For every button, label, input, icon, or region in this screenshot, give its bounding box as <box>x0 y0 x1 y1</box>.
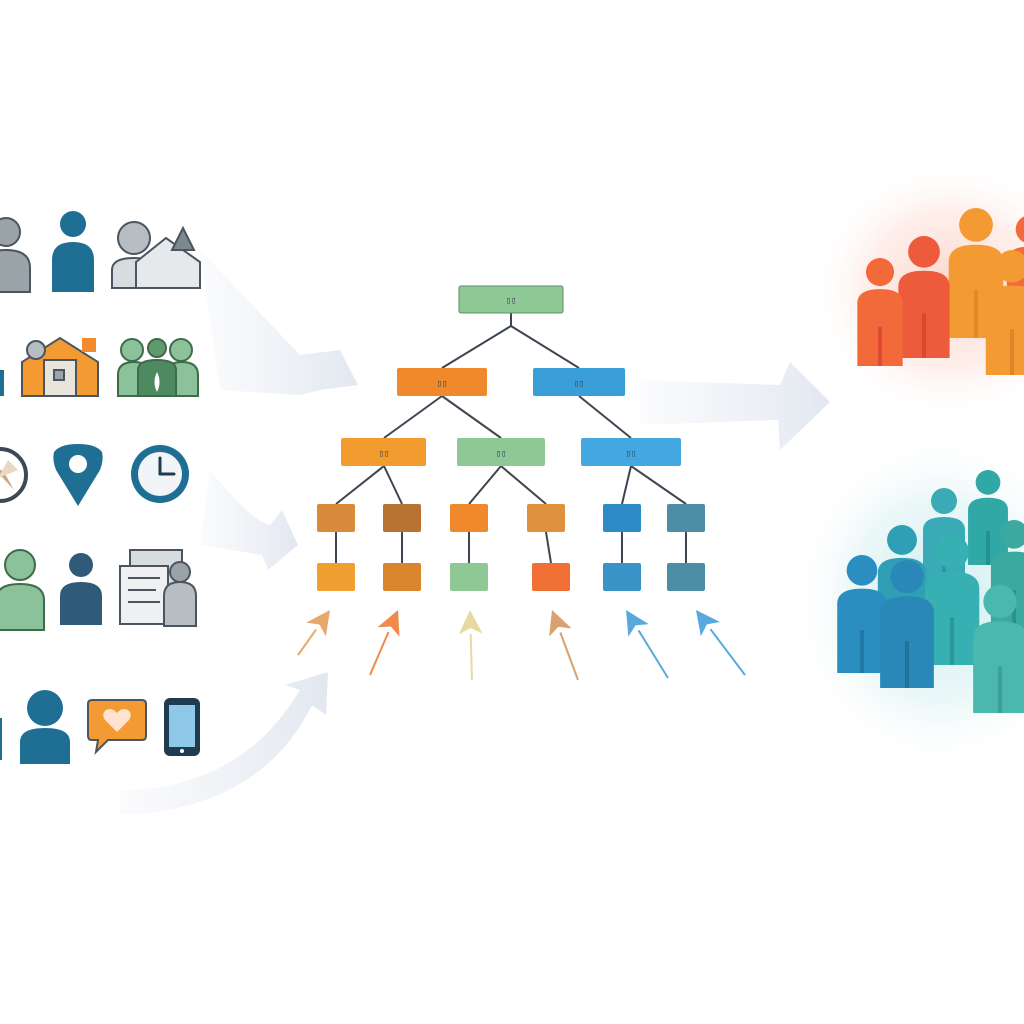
tree-terminal-node <box>667 563 705 591</box>
flow-arrow-top <box>200 250 358 395</box>
tree-root-label: ▯▯ <box>506 296 517 306</box>
tree-node-level1: ▯▯ <box>397 368 487 396</box>
warm-segment <box>810 160 1024 420</box>
tree-node-label: ▯▯ <box>574 379 585 389</box>
house-icon <box>21 336 99 397</box>
leaf-arrow <box>297 610 330 656</box>
family-icon <box>117 338 199 397</box>
tree-connectors <box>335 313 687 564</box>
leaf-arrow <box>626 610 669 679</box>
heart-message-icon <box>87 699 147 755</box>
person-icon <box>0 217 31 293</box>
compass-icon <box>0 447 28 503</box>
person-icon <box>20 690 70 764</box>
tree-node-level2: ▯▯ <box>341 438 426 466</box>
tree-level3 <box>317 504 705 532</box>
house-icon <box>0 370 4 396</box>
tree-leaf-node <box>667 504 705 532</box>
smartphone-icon <box>164 698 200 756</box>
tree-terminal-node <box>532 563 570 591</box>
tree-leaf-node <box>603 504 641 532</box>
tree-terminal-node <box>383 563 421 591</box>
tree-terminal-node <box>317 563 355 591</box>
person-figure <box>857 258 903 366</box>
cool-segment <box>790 430 1024 770</box>
tree-node-level2: ▯▯ <box>581 438 681 466</box>
person-icon <box>60 553 102 625</box>
tree-node-label: ▯▯ <box>437 379 448 389</box>
person-icon <box>0 549 45 631</box>
flow-arrow-bottom <box>120 672 328 815</box>
tree-level4 <box>317 563 705 591</box>
flow-arrow-middle <box>200 470 298 570</box>
tree-terminal-node <box>450 563 488 591</box>
decision-tree: ▯▯ ▯▯ ▯▯ ▯▯ ▯▯ ▯▯ <box>297 285 746 681</box>
location-pin-icon <box>53 444 103 506</box>
tree-leaf-node <box>317 504 355 532</box>
tree-node-level2: ▯▯ <box>457 438 545 466</box>
person-figure <box>924 535 980 665</box>
input-feature-icons <box>0 211 201 764</box>
document-stack-icon <box>119 549 197 627</box>
person-figure <box>973 585 1024 713</box>
tree-leaf-arrows <box>297 610 746 681</box>
flow-arrows <box>120 250 830 815</box>
tree-node-label: ▯▯ <box>626 449 637 459</box>
person-figure <box>898 236 950 358</box>
tree-leaf-node <box>450 504 488 532</box>
tree-root-node: ▯▯ <box>458 285 564 314</box>
tree-node-label: ▯▯ <box>379 449 390 459</box>
leaf-arrow <box>458 610 483 681</box>
person-figure <box>968 470 1008 565</box>
person-icon <box>52 211 94 292</box>
output-segments <box>790 160 1024 770</box>
person-figure <box>880 560 934 688</box>
flow-arrow-output <box>640 362 830 450</box>
tree-leaf-node <box>383 504 421 532</box>
tree-node-level1: ▯▯ <box>533 368 625 396</box>
leaf-arrow <box>369 610 400 676</box>
person-figure <box>985 250 1024 375</box>
tree-terminal-node <box>603 563 641 591</box>
clock-icon <box>131 445 189 503</box>
person-figure <box>837 555 887 673</box>
leaf-arrow <box>696 610 746 676</box>
tree-leaf-node <box>527 504 565 532</box>
person-icon <box>0 718 2 760</box>
leaf-arrow <box>549 610 579 681</box>
tree-node-label: ▯▯ <box>496 449 507 459</box>
person-with-house-icon <box>111 221 201 289</box>
